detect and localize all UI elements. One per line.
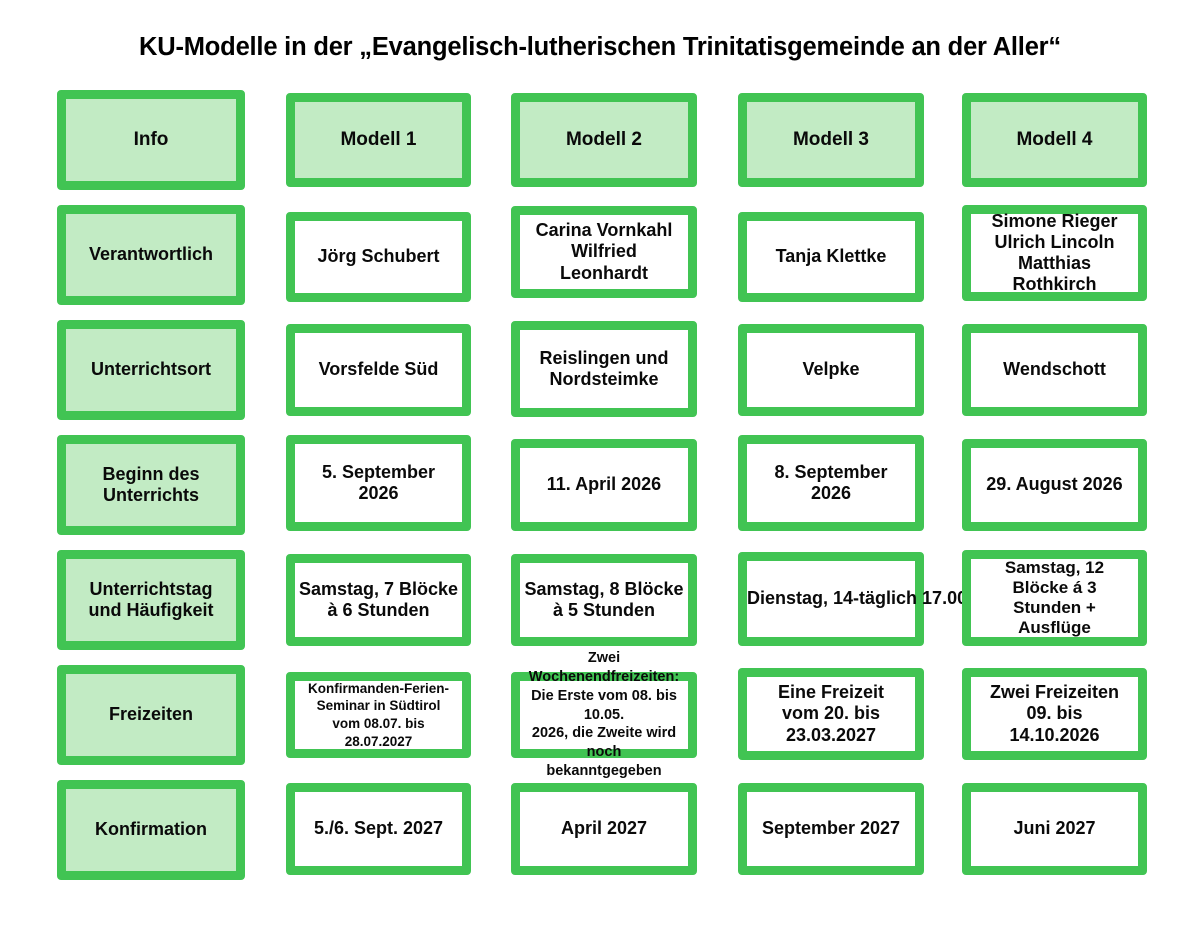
header-cell-model3: Modell 3 <box>738 93 924 187</box>
table-row: Konfirmation 5./6. Sept. 2027 April 2027… <box>57 780 1147 895</box>
header-label-model1: Modell 1 <box>340 128 417 150</box>
data-cell-model3: September 2027 <box>738 783 924 875</box>
row-label: Unterrichtsort <box>90 359 211 380</box>
table-row: Unterrichtstag und Häufigkeit Samstag, 7… <box>57 550 1147 665</box>
header-cell-model2: Modell 2 <box>511 93 697 187</box>
header-cell-model4: Modell 4 <box>962 93 1147 187</box>
data-cell-model1: Konfirmanden-Ferien- Seminar in Südtirol… <box>286 672 471 758</box>
data-cell-model4: Zwei Freizeiten 09. bis 14.10.2026 <box>962 668 1147 760</box>
data-cell-model3: Eine Freizeit vom 20. bis 23.03.2027 <box>738 668 924 760</box>
data-cell-model3: Dienstag, 14-täglich 17.00 bis 19.00 Uhr <box>738 552 1085 646</box>
data-cell-text: Tanja Klettke <box>775 246 887 267</box>
data-cell-model4: Juni 2027 <box>962 783 1147 875</box>
table-row: Unterrichtsort Vorsfelde Süd Reislingen … <box>57 320 1147 435</box>
data-cell-text: Samstag, 8 Blöcke à 5 Stunden <box>524 578 684 620</box>
row-label-cell: Beginn des Unterrichts <box>57 435 245 535</box>
row-label-cell: Verantwortlich <box>57 205 245 305</box>
data-cell-text: Zwei Freizeiten 09. bis 14.10.2026 <box>989 682 1120 745</box>
table-row: Freizeiten Konfirmanden-Ferien- Seminar … <box>57 650 1147 780</box>
data-cell-text: 29. August 2026 <box>986 474 1123 495</box>
data-cell-text: Eine Freizeit vom 20. bis 23.03.2027 <box>777 682 885 745</box>
data-cell-text: April 2027 <box>560 818 648 839</box>
data-cell-text: Wendschott <box>1003 359 1106 380</box>
row-label: Konfirmation <box>95 819 207 840</box>
header-label-info: Info <box>133 128 169 150</box>
data-cell-text: Dienstag, 14-täglich 17.00 bis 19.00 Uhr <box>747 588 1085 609</box>
header-label-model4: Modell 4 <box>1016 128 1093 150</box>
data-cell-text: Zwei Wochenendfreizeiten: Die Erste vom … <box>528 650 680 780</box>
data-cell-text: Simone Rieger Ulrich Lincoln Matthias Ro… <box>991 210 1118 295</box>
data-cell-model4: 29. August 2026 <box>962 439 1147 531</box>
data-cell-model2: Samstag, 8 Blöcke à 5 Stunden <box>511 554 697 646</box>
data-cell-model4: Simone Rieger Ulrich Lincoln Matthias Ro… <box>962 205 1147 301</box>
data-cell-model4: Samstag, 12 Blöcke á 3 Stunden + Ausflüg… <box>962 550 1147 646</box>
data-cell-model3: 8. September 2026 <box>738 435 924 531</box>
data-cell-text: Juni 2027 <box>1013 818 1096 839</box>
data-cell-model2: Carina Vornkahl Wilfried Leonhardt <box>511 206 697 298</box>
row-label: Beginn des Unterrichts <box>102 463 200 505</box>
row-label-cell: Unterrichtsort <box>57 320 245 420</box>
row-label-cell: Konfirmation <box>57 780 245 880</box>
data-cell-text: Samstag, 12 Blöcke á 3 Stunden + Ausflüg… <box>1004 557 1105 638</box>
data-cell-text: Jörg Schubert <box>317 246 440 267</box>
data-cell-text: Reislingen und Nordsteimke <box>539 347 669 389</box>
data-cell-model1: Vorsfelde Süd <box>286 324 471 416</box>
header-label-model3: Modell 3 <box>792 128 869 150</box>
data-cell-model1: 5./6. Sept. 2027 <box>286 783 471 875</box>
data-cell-text: Velpke <box>802 359 860 380</box>
row-label: Freizeiten <box>108 704 194 725</box>
row-label: Unterrichtstag und Häufigkeit <box>88 578 214 620</box>
data-cell-text: 5. September 2026 <box>321 461 436 503</box>
data-cell-text: Konfirmanden-Ferien- Seminar in Südtirol… <box>307 680 449 749</box>
data-cell-model2: Reislingen und Nordsteimke <box>511 321 697 417</box>
data-cell-text: Carina Vornkahl Wilfried Leonhardt <box>535 220 673 283</box>
data-cell-text: 11. April 2026 <box>546 474 662 495</box>
data-cell-model2: 11. April 2026 <box>511 439 697 531</box>
data-cell-model2: April 2027 <box>511 783 697 875</box>
data-cell-model1: 5. September 2026 <box>286 435 471 531</box>
data-cell-text: September 2027 <box>761 818 901 839</box>
data-cell-text: 8. September 2026 <box>774 461 888 503</box>
header-cell-model1: Modell 1 <box>286 93 471 187</box>
data-cell-model3: Tanja Klettke <box>738 212 924 302</box>
models-comparison-table: Info Modell 1 Modell 2 Modell 3 Modell 4… <box>57 90 1147 895</box>
data-cell-text: Vorsfelde Süd <box>318 359 439 380</box>
table-row: Verantwortlich Jörg Schubert Carina Vorn… <box>57 205 1147 320</box>
data-cell-model4: Wendschott <box>962 324 1147 416</box>
data-cell-text: 5./6. Sept. 2027 <box>313 818 444 839</box>
data-cell-model2: Zwei Wochenendfreizeiten: Die Erste vom … <box>511 650 697 779</box>
table-header-row: Info Modell 1 Modell 2 Modell 3 Modell 4 <box>57 90 1147 205</box>
header-cell-info: Info <box>57 90 245 190</box>
row-label: Verantwortlich <box>88 244 214 265</box>
data-cell-model3: Velpke <box>738 324 924 416</box>
row-label-cell: Freizeiten <box>57 665 245 765</box>
header-label-model2: Modell 2 <box>565 128 642 150</box>
data-cell-model1: Samstag, 7 Blöcke à 6 Stunden <box>286 554 471 646</box>
page-title: KU-Modelle in der „Evangelisch-lutherisc… <box>139 33 1061 61</box>
data-cell-model1: Jörg Schubert <box>286 212 471 302</box>
table-row: Beginn des Unterrichts 5. September 2026… <box>57 435 1147 550</box>
row-label-cell: Unterrichtstag und Häufigkeit <box>57 550 245 650</box>
data-cell-text: Samstag, 7 Blöcke à 6 Stunden <box>298 578 459 620</box>
